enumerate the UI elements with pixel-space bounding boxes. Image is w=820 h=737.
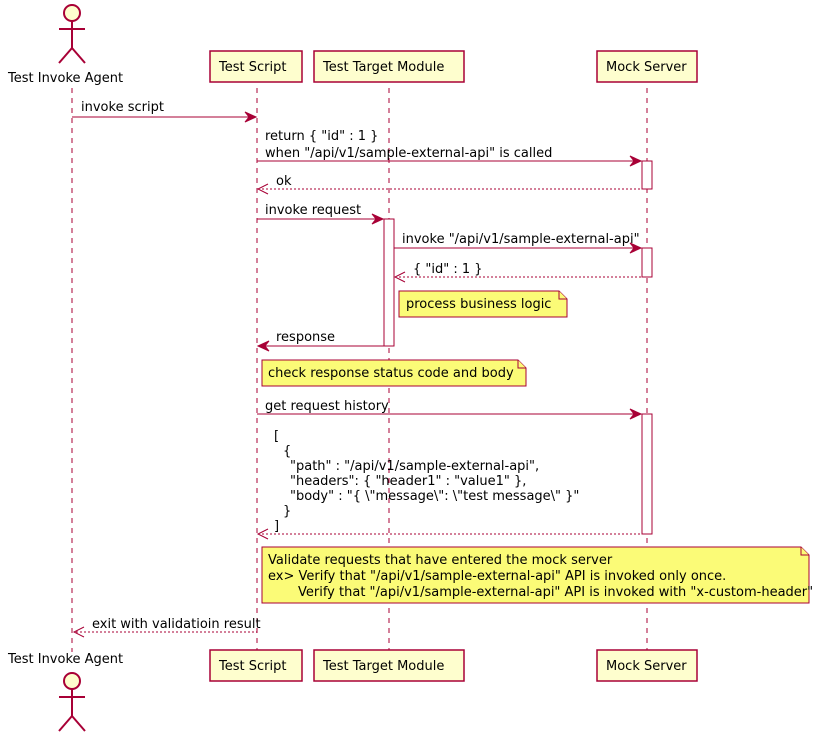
svg-text:}: } xyxy=(283,504,291,519)
participant-script-label-bottom: Test Script xyxy=(218,659,286,674)
message-id-response: { "id" : 1 } xyxy=(393,262,642,283)
participant-script-top: Test Script xyxy=(209,50,303,83)
svg-text:Verify that "/api/v1/sample-ex: Verify that "/api/v1/sample-external-api… xyxy=(298,585,813,600)
svg-text:{ "id" : 1 }: { "id" : 1 } xyxy=(413,262,483,277)
message-invoke-request: invoke request xyxy=(257,203,385,225)
participant-script-label-top: Test Script xyxy=(218,60,286,75)
svg-text:"path" : "/api/v1/sample-exter: "path" : "/api/v1/sample-external-api", xyxy=(290,459,539,474)
svg-text:{: { xyxy=(283,444,291,459)
actor-agent-label-top: Test Invoke Agent xyxy=(7,71,123,86)
svg-text:Validate requests that have en: Validate requests that have entered the … xyxy=(268,553,613,568)
note-validate-requests: Validate requests that have entered the … xyxy=(261,546,813,604)
svg-text:process business logic: process business logic xyxy=(406,297,551,312)
svg-text:invoke request: invoke request xyxy=(265,203,361,218)
message-ok: ok xyxy=(256,174,642,195)
participant-mock-label-bottom: Mock Server xyxy=(606,659,687,674)
activation-mock-1 xyxy=(641,160,653,190)
svg-text:"body" : "{ \"message\": \"tes: "body" : "{ \"message\": \"test message\… xyxy=(290,489,579,504)
note-process-business-logic: process business logic xyxy=(398,290,568,318)
svg-text:invoke "/api/v1/sample-externa: invoke "/api/v1/sample-external-api" xyxy=(402,232,640,247)
svg-text:]: ] xyxy=(274,519,279,534)
svg-text:[: [ xyxy=(274,429,279,444)
participant-target-bottom: Test Target Module xyxy=(313,649,465,682)
message-exit-with-result: exit with validatioin result xyxy=(72,617,261,638)
svg-text:when "/api/v1/sample-external-: when "/api/v1/sample-external-api" is ca… xyxy=(265,146,552,161)
participant-mock-label-top: Mock Server xyxy=(606,60,687,75)
message-response: response xyxy=(256,330,384,352)
actor-agent-top xyxy=(58,4,86,64)
svg-text:exit with validatioin result: exit with validatioin result xyxy=(92,617,261,632)
participant-script-bottom: Test Script xyxy=(209,649,303,682)
activation-mock-3 xyxy=(641,413,653,535)
message-invoke-external-api: invoke "/api/v1/sample-external-api" xyxy=(394,232,643,254)
actor-agent-label-bottom: Test Invoke Agent xyxy=(7,652,123,667)
participant-target-label-top: Test Target Module xyxy=(322,60,444,75)
participant-mock-bottom: Mock Server xyxy=(596,649,698,682)
participant-target-label-bottom: Test Target Module xyxy=(322,659,444,674)
message-request-history-response: [ { "path" : "/api/v1/sample-external-ap… xyxy=(256,429,642,540)
message-setup-mock: return { "id" : 1 } when "/api/v1/sample… xyxy=(257,129,643,167)
svg-text:ex> Verify that "/api/v1/sampl: ex> Verify that "/api/v1/sample-external… xyxy=(268,569,726,584)
svg-text:return { "id" : 1 }: return { "id" : 1 } xyxy=(265,129,378,144)
activation-target xyxy=(383,218,395,347)
actor-agent-bottom xyxy=(58,672,86,732)
message-invoke-script: invoke script xyxy=(72,100,258,123)
svg-text:response: response xyxy=(276,330,335,345)
svg-text:invoke script: invoke script xyxy=(81,100,164,115)
participant-mock-top: Mock Server xyxy=(596,50,698,83)
activation-mock-2 xyxy=(641,247,653,278)
message-get-request-history: get request history xyxy=(257,399,643,420)
participant-target-top: Test Target Module xyxy=(313,50,465,83)
svg-text:ok: ok xyxy=(276,174,292,189)
svg-text:get request history: get request history xyxy=(265,399,389,414)
note-check-response: check response status code and body xyxy=(261,359,527,387)
svg-text:check response status code and: check response status code and body xyxy=(268,366,514,381)
svg-text:"headers": { "header1" : "valu: "headers": { "header1" : "value1" }, xyxy=(290,474,526,489)
